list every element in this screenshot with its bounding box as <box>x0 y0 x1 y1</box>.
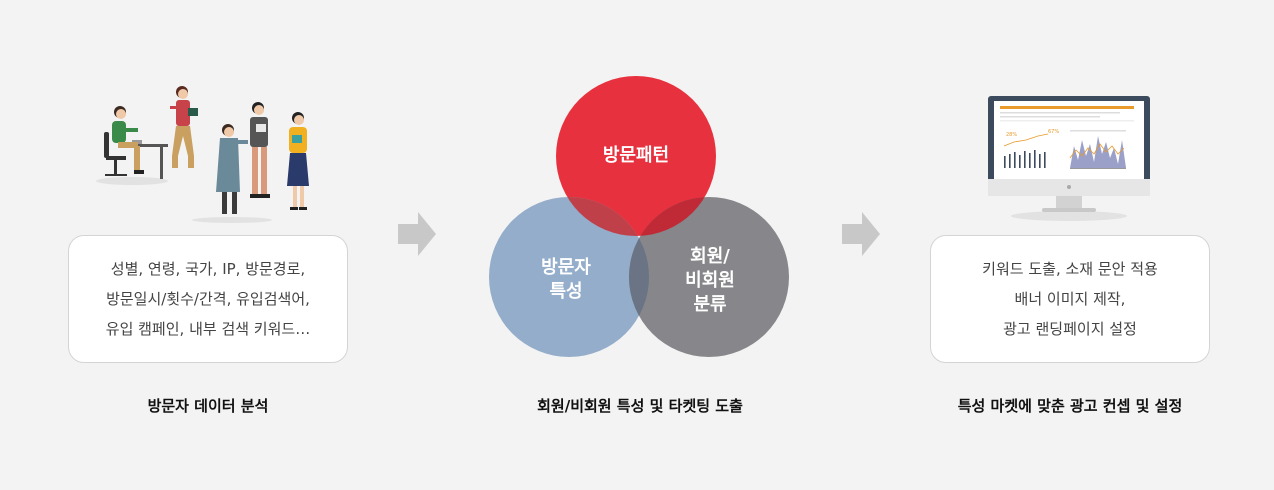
targeting-caption: 회원/비회원 특성 및 타켓팅 도출 <box>537 397 743 415</box>
monitor-illustration: 28% 67% <box>988 96 1150 221</box>
venn-label-line: 비회원 <box>685 270 735 291</box>
venn-label-visitor-traits: 방문자 특성 <box>526 256 606 304</box>
ad-concept-line: 배너 이미지 제작, <box>1014 290 1126 308</box>
venn-label-line: 회원/ <box>690 246 730 267</box>
venn-label-line: 특성 <box>549 281 583 302</box>
people-illustration <box>96 86 309 223</box>
arrow-right-icon <box>398 212 436 256</box>
arrow-right-icon <box>842 212 880 256</box>
visitor-data-caption: 방문자 데이터 분석 <box>147 397 269 415</box>
venn-label-visit-pattern: 방문패턴 <box>602 145 670 166</box>
visitor-data-box: 성별, 연령, 국가, IP, 방문경로, 방문일시/횟수/간격, 유입검색어,… <box>68 235 348 363</box>
ad-concept-line: 광고 랜딩페이지 설정 <box>1003 320 1137 338</box>
monitor-label: 28% <box>1006 132 1017 138</box>
visitor-data-line: 방문일시/횟수/간격, 유입검색어, <box>106 290 310 308</box>
visitor-data-line: 유입 캠페인, 내부 검색 키워드… <box>105 320 311 338</box>
venn-label-line: 방문자 <box>541 257 591 278</box>
venn-circle-visit-pattern <box>556 76 716 236</box>
ad-concept-caption: 특성 마켓에 맞춘 광고 컨셉 및 설정 <box>957 397 1183 415</box>
venn-label-line: 분류 <box>693 294 727 315</box>
venn-circle-visitor-traits <box>489 197 649 357</box>
venn-diagram <box>489 76 789 357</box>
venn-circle-member-class <box>629 197 789 357</box>
visitor-data-line: 성별, 연령, 국가, IP, 방문경로, <box>110 260 306 278</box>
monitor-label: 67% <box>1048 129 1059 135</box>
ad-concept-box: 키워드 도출, 소재 문안 적용 배너 이미지 제작, 광고 랜딩페이지 설정 <box>930 235 1210 363</box>
venn-label-member-class: 회원/ 비회원 분류 <box>670 245 750 317</box>
ad-concept-line: 키워드 도출, 소재 문안 적용 <box>982 260 1158 278</box>
